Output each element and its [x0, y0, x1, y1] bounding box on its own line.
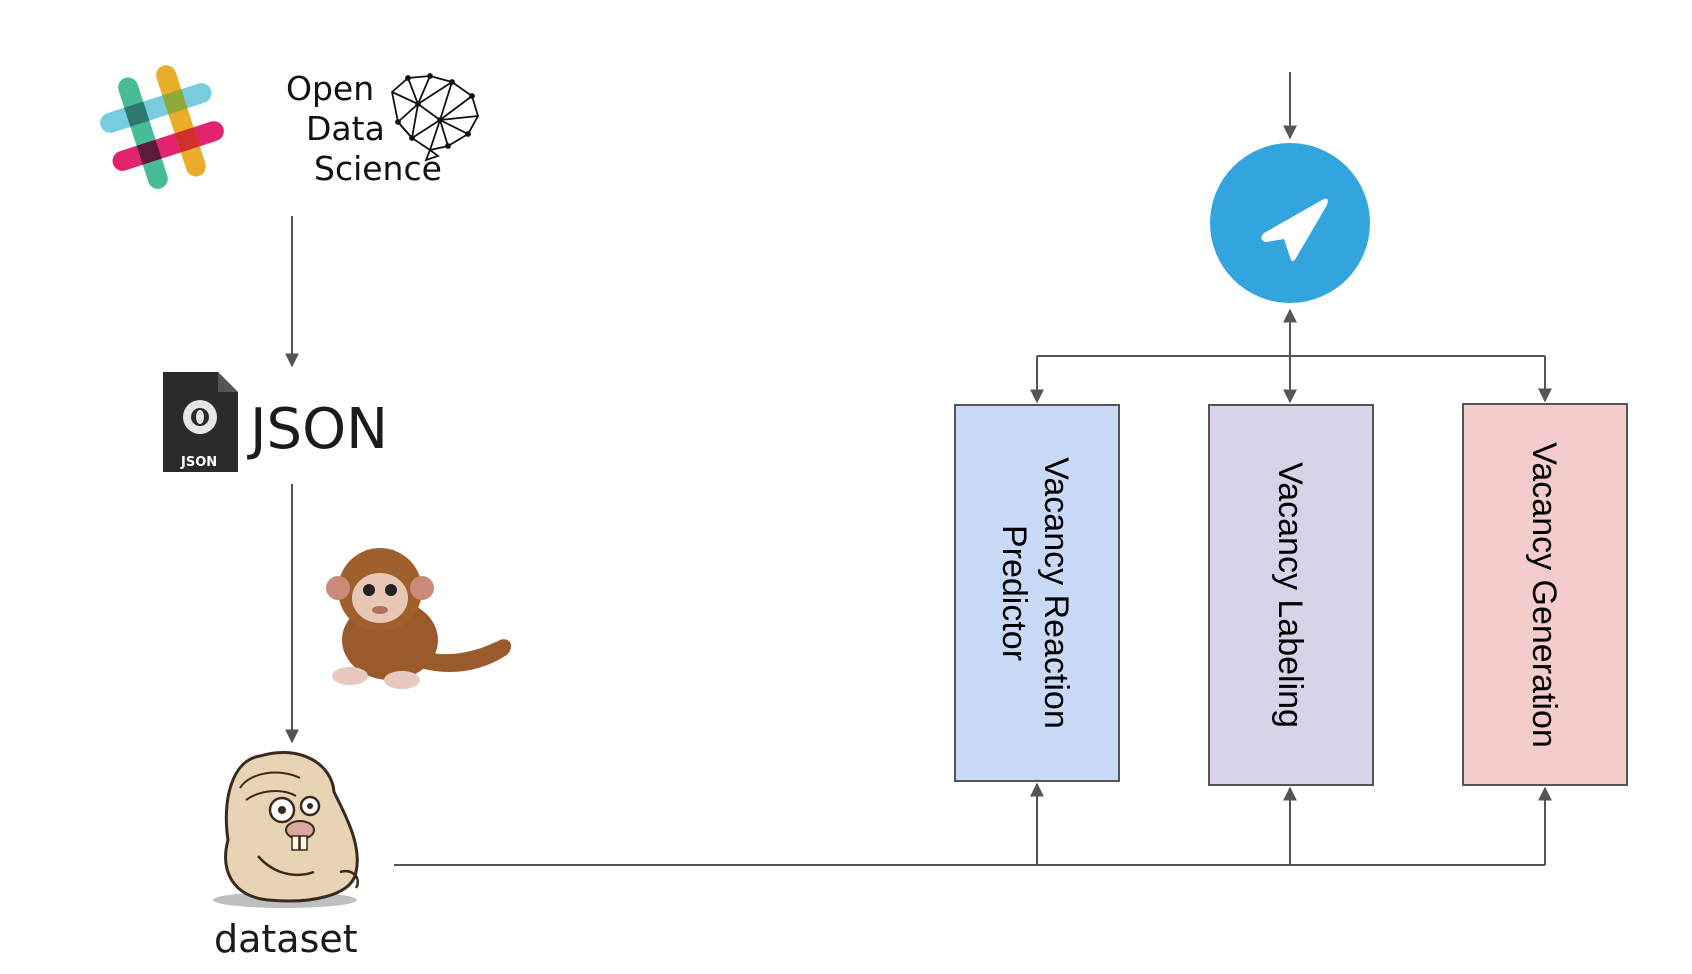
ods-line-2: Data: [306, 109, 385, 148]
vacancy-reaction-predictor-box: Vacancy Reaction Predictor: [954, 404, 1120, 782]
dataset-mascot-image: [213, 750, 359, 908]
telegram-logo: [1210, 143, 1370, 303]
dataset-label: dataset: [214, 917, 358, 961]
ods-line-1: Open: [286, 69, 374, 108]
box-1-line-1: Vacancy Reaction: [1037, 457, 1075, 729]
connectors: [285, 72, 1552, 866]
ods-line-3: Science: [314, 149, 442, 188]
json-logo: JSON JSON: [163, 372, 388, 472]
box-1-line-2: Predictor: [995, 525, 1033, 661]
box-3-line-1: Vacancy Generation: [1525, 442, 1563, 748]
brain-mesh-icon: [391, 73, 479, 162]
ods-logo: Open Data Science: [286, 69, 479, 188]
vacancy-generation-box: Vacancy Generation: [1462, 403, 1628, 786]
vacancy-labeling-box: Vacancy Labeling: [1208, 404, 1374, 786]
json-badge-label: JSON: [180, 455, 217, 470]
box-2-line-1: Vacancy Labeling: [1271, 462, 1309, 728]
paper-plane-icon: [1261, 198, 1328, 262]
monkey-toy-image: [326, 548, 512, 689]
slack-logo: [100, 65, 224, 189]
json-title: JSON: [247, 397, 388, 462]
